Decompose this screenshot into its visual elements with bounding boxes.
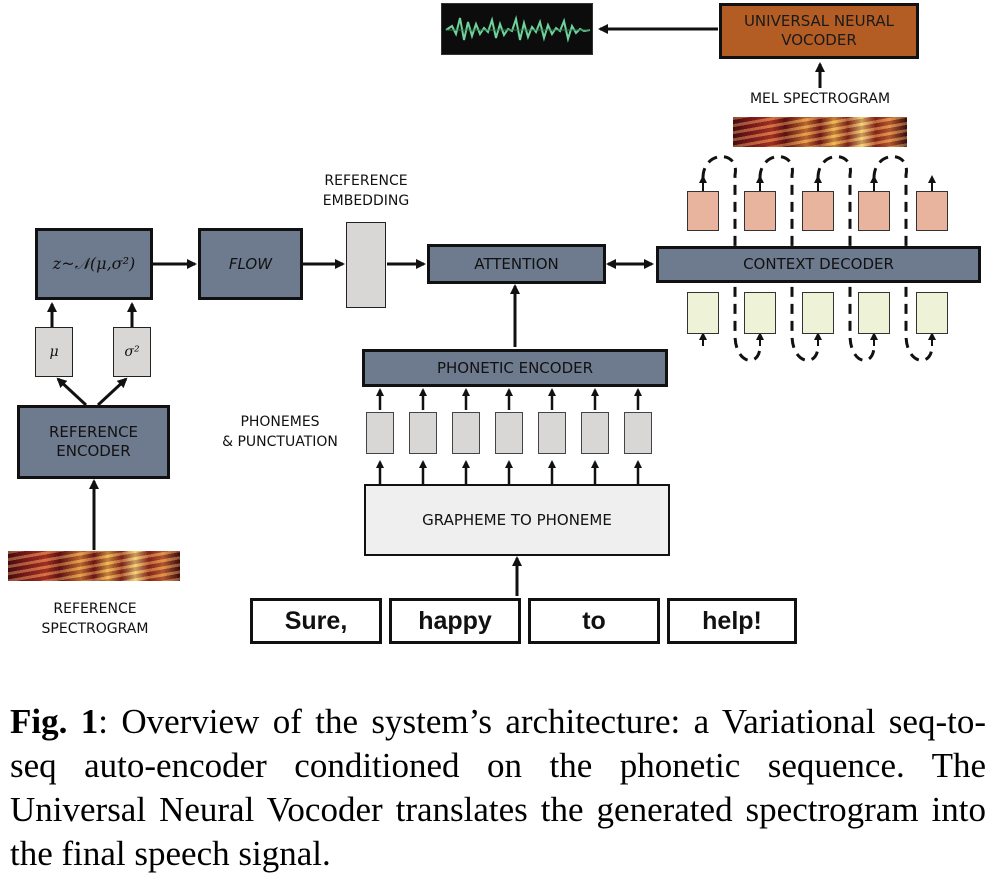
input-word: to	[528, 598, 660, 644]
sigma-squared-label: σ²	[124, 344, 140, 360]
universal-neural-vocoder-box: UNIVERSAL NEURAL VOCODER	[719, 3, 919, 59]
decoder-output-step	[802, 191, 834, 231]
figure-caption: Fig. 1: Overview of the system’s archite…	[10, 700, 986, 876]
decoder-input-step	[802, 292, 834, 334]
mu-box: μ	[35, 327, 73, 377]
reference-spectrogram-label: REFERENCE SPECTROGRAM	[41, 601, 149, 637]
decoder-output-step	[687, 191, 719, 231]
grapheme-to-phoneme-box: GRAPHEME TO PHONEME	[364, 484, 670, 556]
phoneme-token	[452, 412, 480, 454]
phoneme-token	[538, 412, 566, 454]
gaussian-latent-label: z~𝒩(μ,σ²)	[52, 254, 136, 273]
gaussian-latent-box: z~𝒩(μ,σ²)	[35, 228, 153, 300]
input-word-text: help!	[702, 606, 762, 635]
input-word-text: to	[582, 606, 606, 635]
universal-vocoder-label: UNIVERSAL NEURAL VOCODER	[743, 11, 895, 50]
decoder-output-step	[858, 191, 890, 231]
decoder-input-step	[744, 292, 776, 334]
reference-embedding-box	[346, 222, 386, 308]
input-word: help!	[667, 598, 797, 644]
reference-spectrogram-image	[8, 551, 180, 581]
reference-encoder-box: REFERENCE ENCODER	[17, 405, 170, 479]
decoder-output-step	[744, 191, 776, 231]
mel-spectrogram-image	[733, 117, 907, 147]
flow-box: FLOW	[198, 228, 303, 300]
attention-box: ATTENTION	[427, 244, 606, 284]
phonemes-punctuation-label: PHONEMES & PUNCTUATION	[222, 414, 338, 450]
flow-label: FLOW	[228, 254, 273, 273]
reference-embedding-label: REFERENCE EMBEDDING	[322, 173, 410, 209]
decoder-input-step	[858, 292, 890, 334]
context-decoder-label: CONTEXT DECODER	[743, 255, 894, 274]
input-word: happy	[389, 598, 521, 644]
input-word-text: happy	[418, 606, 492, 635]
phoneme-token	[366, 412, 394, 454]
figure-caption-text: : Overview of the system’s architecture:…	[10, 702, 986, 873]
phoneme-token	[581, 412, 609, 454]
grapheme-to-phoneme-label: GRAPHEME TO PHONEME	[422, 511, 612, 529]
decoder-input-step	[687, 292, 719, 334]
reference-encoder-label: REFERENCE ENCODER	[48, 423, 139, 460]
input-word-text: Sure,	[284, 606, 348, 635]
decoder-input-step	[916, 292, 948, 334]
phonetic-encoder-box: PHONETIC ENCODER	[362, 349, 668, 387]
output-waveform	[441, 3, 593, 55]
mel-spectrogram-label: MEL SPECTROGRAM	[749, 91, 891, 107]
phonetic-encoder-label: PHONETIC ENCODER	[436, 358, 594, 377]
decoder-output-step	[916, 191, 948, 231]
phoneme-token	[409, 412, 437, 454]
mu-label: μ	[49, 344, 59, 360]
sigma-squared-box: σ²	[113, 327, 151, 377]
context-decoder-box: CONTEXT DECODER	[656, 246, 981, 283]
phoneme-token	[624, 412, 652, 454]
input-word: Sure,	[250, 598, 382, 644]
phoneme-token	[495, 412, 523, 454]
attention-label: ATTENTION	[474, 254, 559, 273]
figure-label: Fig. 1	[10, 702, 99, 741]
waveform-graphic	[445, 15, 591, 43]
